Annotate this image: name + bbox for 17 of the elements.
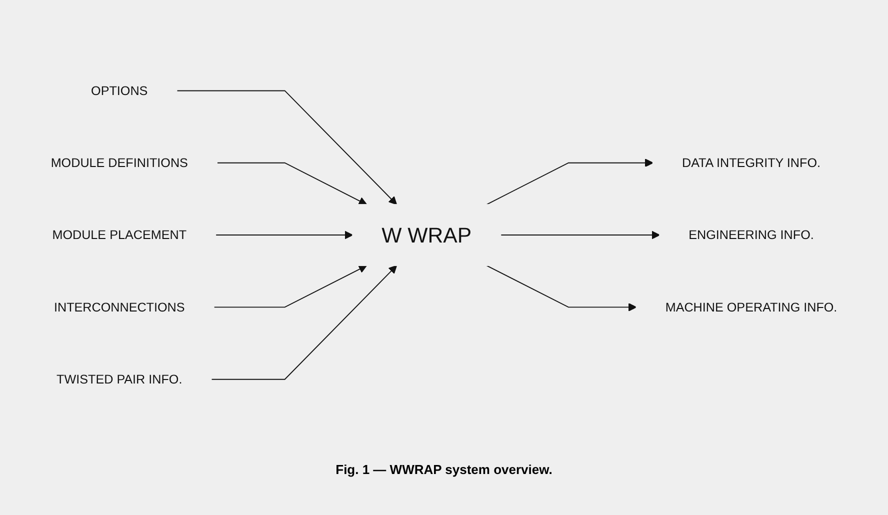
node-text: MODULE DEFINITIONS [50, 155, 188, 170]
figure-caption: Fig. 1 — WWRAP system overview. [336, 462, 552, 477]
node-text: OPTIONS [91, 83, 148, 98]
node-text: DATA INTEGRITY INFO. [682, 155, 821, 170]
arrow [215, 230, 353, 240]
arrow [210, 265, 398, 380]
node-text: MODULE PLACEMENT [52, 227, 187, 242]
arrow [216, 162, 368, 205]
node-text: MACHINE OPERATING INFO. [665, 300, 838, 314]
arrow [486, 158, 654, 205]
arrow [500, 230, 660, 240]
node-text: TWISTED PAIR INFO. [56, 372, 182, 386]
arrow [213, 265, 368, 308]
node-text: INTERCONNECTIONS [54, 300, 185, 314]
node-text: ENGINEERING INFO. [688, 227, 814, 242]
arrow [176, 90, 398, 205]
arrow [486, 265, 637, 312]
